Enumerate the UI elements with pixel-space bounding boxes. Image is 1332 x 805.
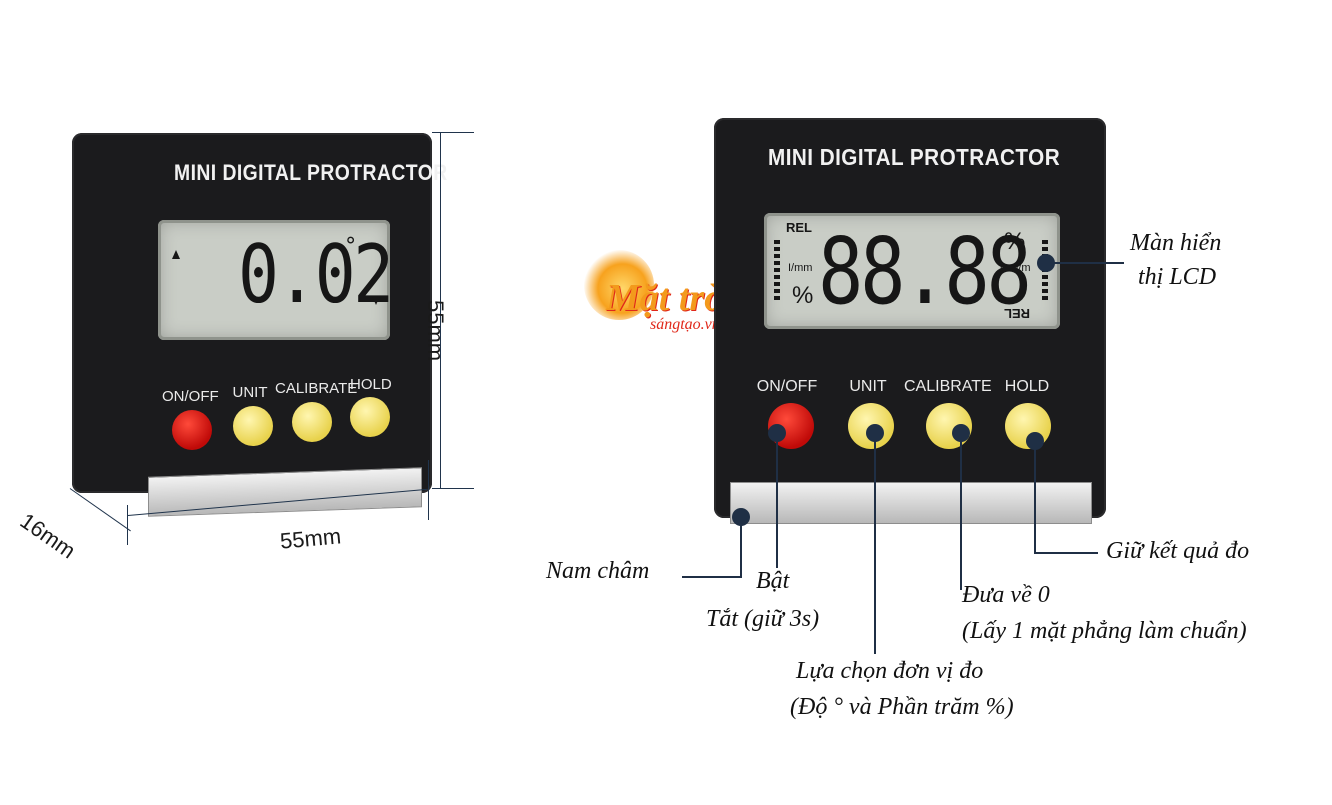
depth-dim-line — [69, 488, 131, 532]
right-lcd-percent-left: % — [792, 282, 814, 309]
height-dim-line — [440, 132, 441, 488]
right-device-title: MINI DIGITAL PROTRACTOR — [768, 144, 1061, 170]
right-onoff-label: ON/OFF — [756, 378, 818, 395]
left-unit-button[interactable] — [233, 406, 273, 446]
right-lcd-reading: 88.88 — [818, 218, 1032, 325]
right-lcd-percent-right: % — [1004, 228, 1026, 255]
right-lcd-screen — [764, 213, 1060, 329]
left-calibrate-button[interactable] — [292, 402, 332, 442]
magnet-marker-dot — [732, 508, 750, 526]
right-lcd-unit-right: mm/m — [1000, 262, 1031, 274]
hold-leader-horizontal — [1034, 552, 1098, 554]
calibrate-annotation-line2: (Lấy 1 mặt phẳng làm chuẩn) — [962, 618, 1247, 644]
unit-leader-vertical — [874, 440, 876, 654]
right-lcd-level-bar-left — [774, 240, 780, 300]
onoff-annotation-line2: Tắt (giữ 3s) — [706, 606, 820, 632]
magnet-leader-vertical — [740, 524, 742, 578]
right-magnet-rail — [730, 482, 1092, 524]
right-lcd-rel-bottom: REL — [1004, 306, 1030, 321]
lcd-marker-dot — [1037, 254, 1055, 272]
left-lcd-degree: ° — [344, 234, 358, 259]
left-onoff-button[interactable] — [172, 410, 212, 450]
right-hold-label: HOLD — [1004, 378, 1050, 395]
hold-annotation: Giữ kết quả đo — [1106, 538, 1250, 564]
right-unit-label: UNIT — [849, 378, 887, 395]
depth-dim-label: 16mm — [15, 508, 81, 564]
calibrate-leader-vertical — [960, 440, 962, 590]
onoff-marker-dot — [768, 424, 786, 442]
logo-sub-text: sángtạo.vn — [650, 316, 720, 333]
left-lcd-reading: 0.02 — [238, 228, 394, 321]
right-calibrate-label: CALIBRATE — [904, 378, 992, 395]
left-lcd-up-arrow-icon — [172, 250, 180, 259]
lcd-annotation-line2: thị LCD — [1138, 264, 1217, 290]
right-lcd-unit-left: I/mm — [788, 262, 813, 274]
sun-logo-icon — [584, 250, 654, 320]
magnet-leader-horizontal — [682, 576, 742, 578]
logo-main-text: Mặt trời — [606, 277, 736, 319]
magnet-annotation: Nam châm — [546, 558, 650, 584]
left-unit-label: UNIT — [232, 384, 268, 401]
unit-annotation-line1: Lựa chọn đơn vị đo — [796, 658, 984, 684]
width-dim-right-tick — [428, 460, 429, 520]
left-lcd-down-arrow-icon — [372, 296, 380, 305]
unit-marker-dot — [866, 424, 884, 442]
left-onoff-label: ON/OFF — [162, 388, 219, 405]
left-device-title: MINI DIGITAL PROTRACTOR — [174, 160, 448, 185]
lcd-annotation-line1: Màn hiển — [1130, 230, 1222, 256]
hold-leader-vertical — [1034, 448, 1036, 554]
calibrate-marker-dot — [952, 424, 970, 442]
width-dim-label: 55mm — [278, 523, 343, 554]
left-calibrate-label: CALIBRATE — [275, 380, 358, 397]
right-lcd-rel-top: REL — [786, 220, 812, 235]
left-hold-button[interactable] — [350, 397, 390, 437]
width-dim-left-tick — [127, 505, 128, 545]
calibrate-annotation-line1: Đưa về 0 — [962, 582, 1050, 608]
unit-annotation-line2: (Độ ° và Phần trăm %) — [790, 694, 1014, 720]
left-lcd-screen — [158, 220, 390, 340]
height-dim-top-tick — [432, 132, 474, 133]
hold-marker-dot — [1026, 432, 1044, 450]
height-dim-bottom-tick — [432, 488, 474, 489]
left-hold-label: HOLD — [350, 376, 392, 393]
height-dim-label: 55mm — [423, 300, 448, 362]
onoff-annotation-line1: Bật — [756, 568, 790, 594]
lcd-leader-line — [1050, 262, 1124, 264]
onoff-leader-vertical — [776, 440, 778, 568]
